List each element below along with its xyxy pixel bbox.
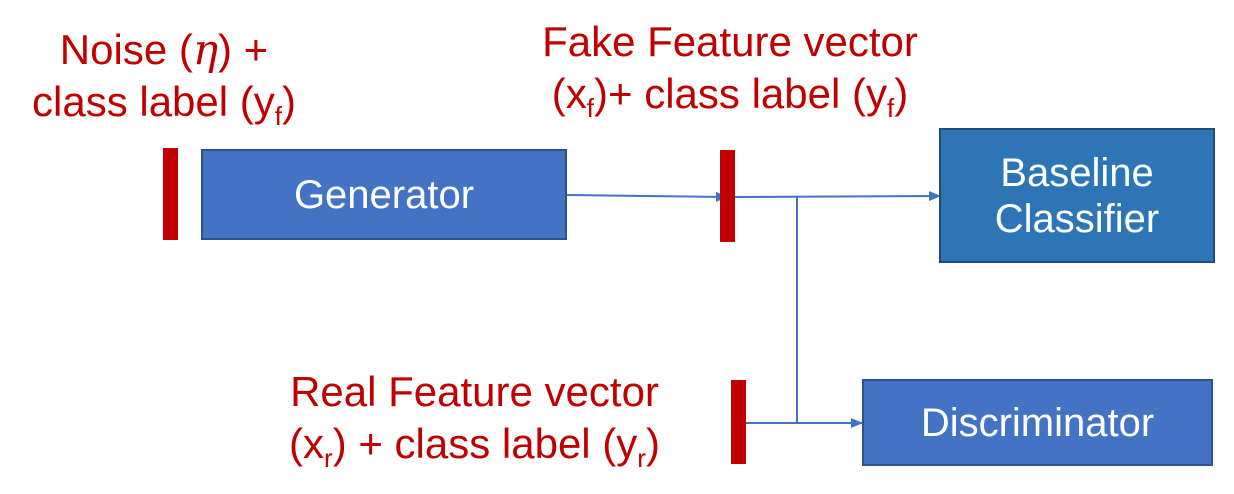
baseline-label: Baseline (1000, 150, 1154, 195)
fake-label-line2: (xf)+ class label (yf) (551, 70, 909, 124)
real-feature-vector-label: Real Feature vector (xr) + class label (… (252, 366, 697, 474)
real-label-line1: Real Feature vector (290, 368, 659, 415)
fake-feature-vector-label: Fake Feature vector (xf)+ class label (y… (500, 16, 960, 124)
fake-vector-to-classifier-arrow (733, 191, 941, 202)
real-vector-bar (731, 380, 746, 464)
discriminator-label: Discriminator (920, 400, 1155, 445)
classifier-label: Classifier (994, 196, 1160, 241)
baseline-classifier-box: Baseline Classifier (939, 128, 1215, 263)
noise-label-line2: class label (yf) (32, 78, 296, 132)
discriminator-box: Discriminator (862, 379, 1213, 466)
eta-symbol: η (192, 25, 219, 74)
fake-label-line1: Fake Feature vector (542, 18, 918, 65)
noise-label: Noise (η) + class label (yf) (14, 24, 314, 132)
generator-to-fake-vector-arrow (565, 191, 728, 202)
noise-label-line1: Noise (η) + (59, 25, 269, 74)
generator-label: Generator (293, 172, 475, 217)
generator-box: Generator (201, 149, 567, 240)
fake-vector-bar (720, 150, 735, 242)
real-label-line2: (xr) + class label (yr) (289, 420, 660, 474)
noise-input-bar (163, 148, 178, 240)
